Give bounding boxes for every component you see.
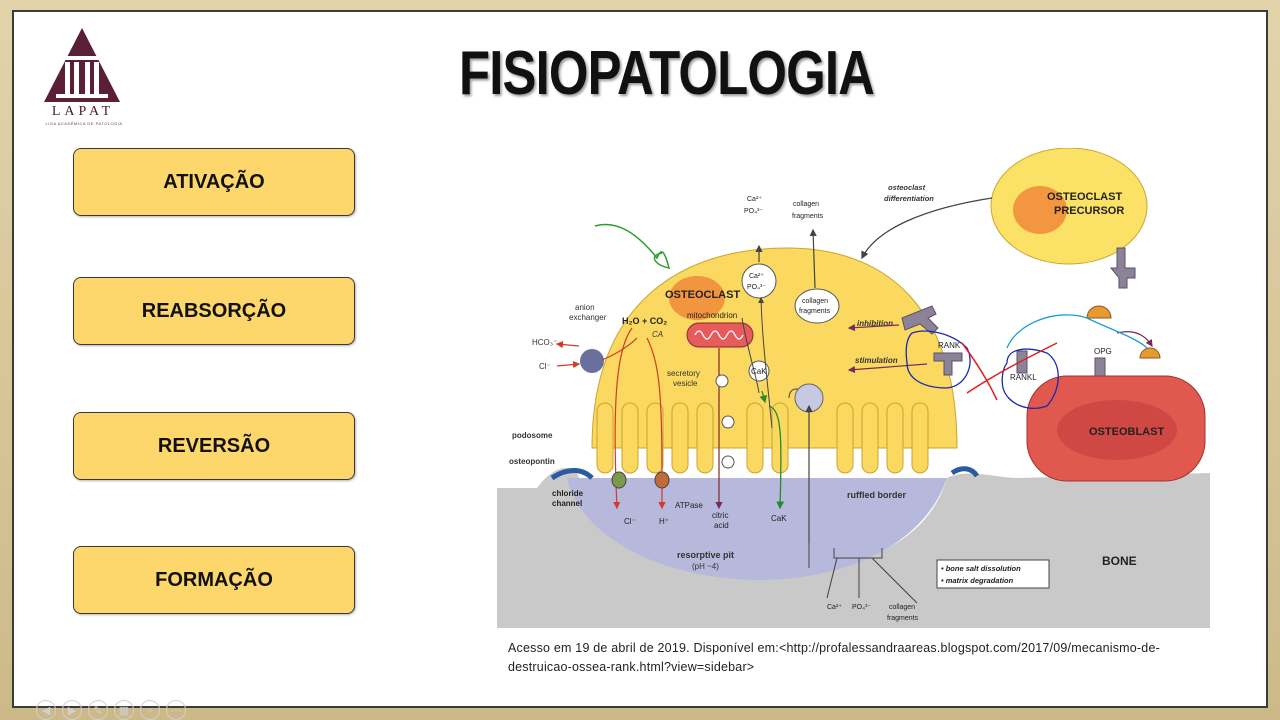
- ion-vesicle-ca: Ca²⁺: [749, 273, 764, 280]
- anion-exchanger-shape: [580, 349, 604, 373]
- ruffled-border: [596, 402, 929, 474]
- precursor-label-2: PRECURSOR: [1054, 205, 1124, 217]
- collagen-vesicle: [794, 288, 840, 324]
- rankl-opg-molecule: [1139, 347, 1161, 359]
- ion-vesicle: [741, 263, 777, 299]
- h-out-label: H⁺: [659, 517, 669, 526]
- inhibition-label: inhibition: [857, 319, 893, 328]
- osteoclast-nucleus: [669, 276, 725, 320]
- caption-line-2: destruicao-ossea-rank.html?view=sidebar>: [508, 660, 755, 674]
- rankl-label: RANKL: [1010, 373, 1037, 382]
- anion-label-1: anion: [575, 303, 595, 312]
- hco3-label: HCO₃⁻: [532, 338, 557, 347]
- formacao-button[interactable]: FORMAÇÃO: [73, 546, 355, 614]
- cak-out-label: CaK: [771, 514, 787, 523]
- osteopontin-label: osteopontin: [509, 457, 555, 466]
- bottom-po4-label: PO₄³⁻: [852, 604, 871, 611]
- lapat-logo-icon: [44, 28, 120, 102]
- bottom-ca-label: Ca²⁺: [827, 604, 842, 611]
- differentiation-label-2: differentiation: [884, 194, 934, 203]
- lapat-logo: LAPAT LIGA ACADÊMICA DE PATOLOGIA: [32, 26, 132, 126]
- logo-text: LAPAT: [51, 104, 115, 119]
- legend-box: [936, 559, 1050, 589]
- atpase-shape: [654, 471, 670, 489]
- citric-label-2: acid: [714, 521, 729, 530]
- opg-label: OPG: [1094, 347, 1112, 356]
- collagen-vesicle-l2: fragments: [799, 308, 831, 315]
- rankl-circle-annotation: [1001, 348, 1059, 409]
- chloride-label-2: channel: [552, 499, 582, 508]
- osteoclast-label: OSTEOCLAST: [665, 289, 740, 301]
- bottom-collagen-label-1: collagen: [889, 604, 915, 611]
- cl-label: Cl⁻: [539, 362, 551, 371]
- page-title: FISIOPATOLOGIA: [459, 39, 875, 108]
- chloride-channel-shape: [611, 471, 627, 489]
- osteoblast-nucleus: [1057, 400, 1177, 460]
- source-caption: Acesso em 19 de abril de 2019. Disponíve…: [508, 639, 1228, 677]
- pen-icon[interactable]: ✎: [88, 700, 108, 720]
- osteoclast-precursor-cell: [990, 147, 1148, 265]
- citric-label-1: citric: [712, 511, 728, 520]
- secretory-label-2: vesicle: [673, 379, 698, 388]
- opg-molecule: [1086, 305, 1112, 319]
- secretory-label-1: secretory: [667, 369, 700, 378]
- podosome-right-shape: [950, 466, 980, 478]
- mitochondrion-shape: [686, 322, 754, 348]
- presentation-controls: ◀ ▶ ✎ ▦ ⌕ ⋯: [36, 700, 186, 720]
- slide: LAPAT LIGA ACADÊMICA DE PATOLOGIA FISIOP…: [12, 10, 1268, 720]
- precursor-nucleus: [1013, 186, 1067, 234]
- caption-line-1: Acesso em 19 de abril de 2019. Disponíve…: [508, 641, 1160, 655]
- more-icon[interactable]: ⋯: [166, 700, 186, 720]
- top-collagen-label-2: fragments: [792, 213, 824, 220]
- bone-resorption-diagram: BONE OSTEOCLAST: [497, 77, 1210, 628]
- top-ca-label: Ca²⁺: [747, 196, 762, 203]
- cl-out-label: Cl⁻: [624, 517, 636, 526]
- legend-item-1: • bone salt dissolution: [941, 564, 1021, 573]
- differentiation-label-1: osteoclast: [888, 183, 926, 192]
- legend-item-2: • matrix degradation: [941, 576, 1014, 585]
- pit-label-1: resorptive pit: [677, 550, 734, 560]
- collagen-vesicle-l1: collagen: [802, 298, 828, 305]
- zoom-icon[interactable]: ⌕: [140, 700, 160, 720]
- reversao-button[interactable]: REVERSÃO: [73, 412, 355, 480]
- anion-label-2: exchanger: [569, 313, 607, 322]
- green-check-annotation: [594, 223, 671, 269]
- ion-vesicle-po4: PO₄³⁻: [747, 284, 766, 291]
- cak-vesicle: [748, 360, 770, 382]
- blue-arrow-annotation: [1006, 314, 1148, 349]
- diagram-svg: BONE OSTEOCLAST: [497, 77, 1210, 628]
- osteoblast-label: OSTEOBLAST: [1089, 426, 1164, 438]
- chloride-label-1: chloride: [552, 489, 584, 498]
- top-collagen-label-1: collagen: [793, 201, 819, 208]
- precursor-label-1: OSTEOCLAST: [1047, 191, 1122, 203]
- reabsorcao-button[interactable]: REABSORÇÃO: [73, 277, 355, 345]
- red-cross-annotation-2: [966, 342, 1058, 394]
- grid-icon[interactable]: ▦: [114, 700, 134, 720]
- stimulation-label: stimulation: [855, 356, 898, 365]
- logo-subtitle: LIGA ACADÊMICA DE PATOLOGIA: [45, 121, 123, 126]
- atpase-label: ATPase: [675, 501, 703, 510]
- mitochondrion-label: mitochondrion: [687, 311, 737, 320]
- top-po4-label: PO₄³⁻: [744, 208, 763, 215]
- ca-label: CA: [652, 330, 663, 339]
- red-cross-annotation: [961, 342, 998, 401]
- bone-label: BONE: [1102, 554, 1137, 568]
- rank-circle-annotation: [905, 330, 971, 389]
- rank-receptors: [901, 247, 1136, 389]
- cak-label: CaK: [751, 367, 767, 376]
- podosome-label: podosome: [512, 431, 553, 440]
- rank-label: RANK: [938, 341, 961, 350]
- ruffled-border-label: ruffled border: [847, 490, 906, 500]
- pit-label-2: (pH ~4): [692, 562, 719, 571]
- prev-slide-icon[interactable]: ◀: [36, 700, 56, 720]
- ativacao-button[interactable]: ATIVAÇÃO: [73, 148, 355, 216]
- bottom-collagen-label-2: fragments: [887, 615, 919, 622]
- next-slide-icon[interactable]: ▶: [62, 700, 82, 720]
- h2o-co2-label: H₂O + CO₂: [622, 316, 667, 326]
- podosome-shape: [550, 468, 594, 481]
